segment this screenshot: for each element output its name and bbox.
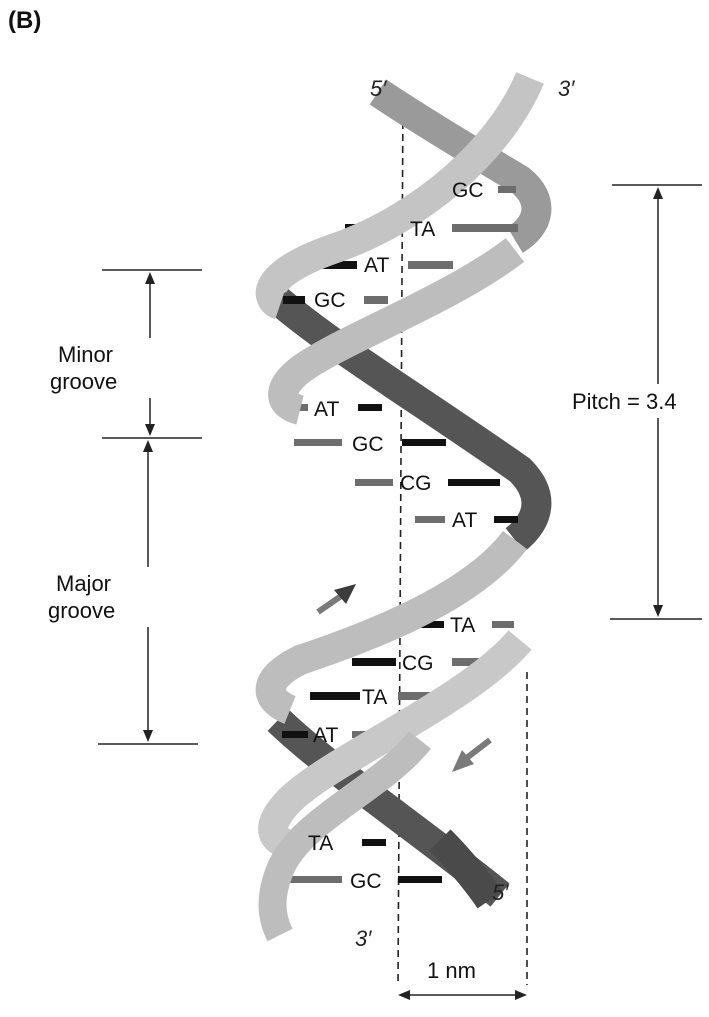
- strand-end-bottom-left: 3′: [355, 926, 372, 951]
- minor-groove-label-line2: groove: [50, 369, 117, 394]
- left-dashed-guide: [397, 97, 404, 986]
- base-pair-label: AT: [364, 254, 389, 277]
- front-strand: [255, 71, 544, 942]
- width-label: 1 nm: [427, 958, 476, 983]
- base-pair-label: AT: [452, 509, 477, 532]
- base-pair-label: AT: [313, 724, 338, 747]
- base-pair-label: TA: [450, 614, 475, 637]
- strand-end-top-left: 5′: [370, 76, 387, 101]
- base-pair-label: TA: [362, 686, 387, 709]
- base-pair-label: GC: [314, 289, 346, 312]
- base-pair-label: CG: [400, 472, 432, 495]
- base-pair-labels: GC TA AT GC AT GC CG AT TA CG TA AT TA G…: [308, 179, 484, 893]
- major-groove-label-line2: groove: [48, 598, 115, 623]
- base-pair-label: AT: [314, 398, 339, 421]
- strand-end-top-right: 3′: [558, 76, 575, 101]
- strand-direction-arrow-down: [452, 737, 492, 772]
- minor-groove-label-line1: Minor: [58, 342, 113, 367]
- major-groove-label-line1: Major: [56, 571, 111, 596]
- pitch-label: Pitch = 3.4: [572, 389, 677, 414]
- strand-end-bottom-right: 5′: [492, 880, 509, 905]
- base-pair-label: TA: [410, 218, 435, 241]
- base-pair-label: TA: [308, 832, 333, 855]
- base-pair-label: GC: [350, 870, 382, 893]
- strand-direction-arrow-up: [316, 584, 356, 615]
- base-pair-label: GC: [452, 179, 484, 202]
- base-pair-label: CG: [402, 652, 434, 675]
- panel-label: (B): [8, 7, 41, 34]
- width-dimension: [398, 990, 527, 1000]
- base-pair-label: GC: [352, 433, 384, 456]
